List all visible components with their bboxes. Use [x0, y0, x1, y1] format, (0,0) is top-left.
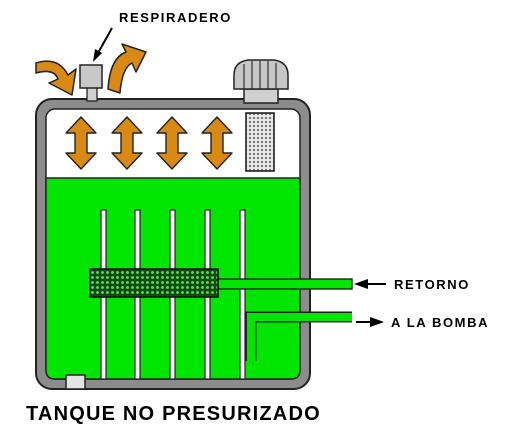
pointer-arrow-icon [93, 49, 102, 62]
air-outflow-arrow-icon [107, 43, 147, 94]
vent-label: RESPIRADERO [119, 10, 232, 25]
air-flow-arrow-icon [65, 116, 97, 170]
pump-label: A LA BOMBA [391, 315, 489, 330]
filler-cap-icon [233, 59, 289, 104]
breather-filter-element [245, 112, 275, 172]
pointer-arrow-icon [370, 317, 384, 327]
return-pipe [209, 278, 353, 290]
return-line [89, 268, 353, 298]
return-diffuser [89, 268, 219, 298]
baffle-rod [239, 209, 246, 380]
drain-plug-icon [65, 374, 86, 390]
pointer-arrow-icon [354, 279, 368, 289]
vent-label-group: RESPIRADERO [93, 10, 232, 62]
return-label-group: RETORNO [354, 277, 470, 292]
air-flow-arrow-icon [156, 116, 188, 170]
return-label: RETORNO [394, 277, 470, 292]
pump-label-group: A LA BOMBA [356, 315, 489, 330]
suction-line [245, 311, 352, 361]
suction-pipe-inner [247, 313, 352, 361]
air-flow-arrows [65, 116, 233, 170]
air-inflow-arrow-icon [35, 60, 77, 96]
air-flow-arrow-icon [201, 116, 233, 170]
pointer-arrow-icon [97, 27, 113, 54]
air-flow-arrow-icon [111, 116, 143, 170]
breather-cap-icon [79, 64, 103, 102]
diagram-title: TANQUE NO PRESURIZADO [26, 403, 321, 425]
